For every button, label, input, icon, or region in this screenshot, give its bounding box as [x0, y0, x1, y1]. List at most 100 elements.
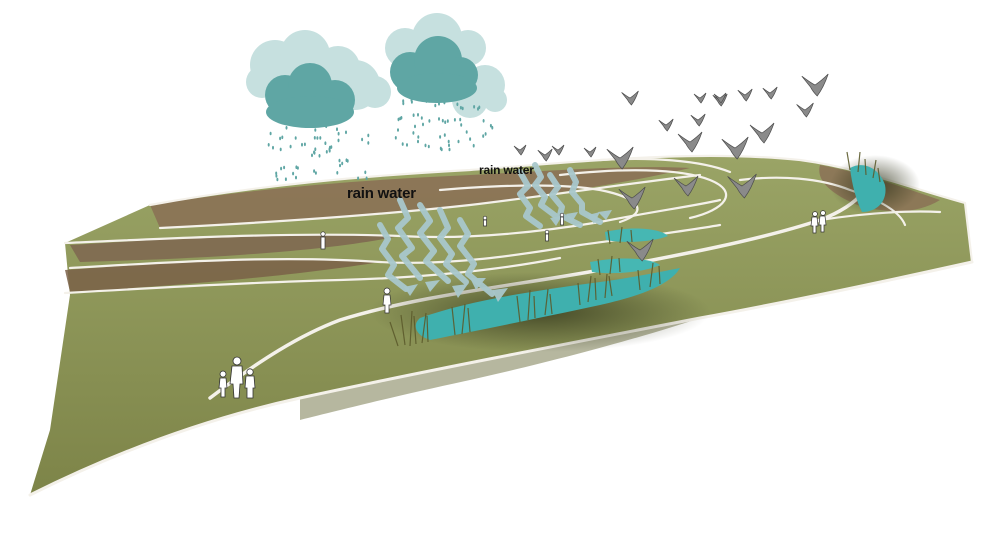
wetland-water	[415, 165, 886, 340]
rain-drop	[401, 142, 404, 146]
rain-drop	[446, 119, 449, 123]
rain-drop	[345, 158, 348, 162]
rain-drop	[399, 116, 402, 121]
bird	[618, 186, 646, 210]
bird	[690, 113, 706, 127]
rain-drop	[325, 124, 328, 129]
rain-drop	[422, 122, 424, 127]
rain-drop	[279, 147, 282, 152]
rain-drop	[279, 136, 282, 141]
rain-drop	[461, 106, 464, 111]
rain-drop	[441, 118, 444, 123]
rain-drop	[357, 176, 360, 181]
family-icon	[218, 356, 256, 399]
rain-drop	[319, 136, 322, 140]
rain-drop	[367, 133, 370, 138]
rain-drop	[482, 134, 485, 138]
rain-drop	[314, 147, 317, 151]
bird	[727, 173, 757, 199]
rain-drop	[295, 175, 297, 180]
rain-drop	[337, 131, 340, 136]
bird	[583, 146, 597, 158]
rain-drop	[438, 102, 440, 106]
rain-drop	[311, 153, 313, 158]
bird	[537, 148, 553, 162]
rain-drop	[444, 120, 447, 124]
rain-drop	[292, 171, 295, 176]
bird	[626, 238, 654, 262]
rain-water-label-secondary: rain water	[479, 163, 534, 177]
rain-drop	[336, 127, 338, 131]
rain-drop	[397, 128, 399, 132]
terrace-contours	[63, 154, 974, 295]
flow-arrow-heads	[404, 210, 612, 302]
rain-water-label: rain water	[347, 185, 416, 202]
rain-drop	[328, 149, 331, 153]
rain-drop	[336, 171, 339, 175]
rain-drop	[367, 141, 370, 145]
bird	[658, 118, 674, 132]
bird	[796, 102, 814, 118]
rain-drop	[448, 143, 450, 148]
rain-drop	[491, 125, 494, 130]
rain-drop	[365, 176, 368, 181]
rain-drops-icon	[267, 98, 494, 182]
rain-drop	[281, 135, 284, 140]
rain-drop	[482, 119, 485, 123]
bird	[713, 92, 727, 104]
cloud-icon	[246, 30, 391, 128]
bird	[801, 73, 829, 97]
bird	[721, 136, 749, 160]
rain-drop	[330, 145, 333, 149]
rain-drop	[361, 137, 364, 142]
bird	[693, 92, 707, 104]
rain-drop	[440, 147, 443, 152]
rain-drop	[412, 113, 415, 117]
cloud-icon	[385, 13, 507, 118]
rain-drop	[460, 123, 463, 127]
rain-drop	[325, 150, 328, 154]
rain-drop	[341, 161, 344, 166]
rain-drop	[484, 132, 487, 136]
rain-drop	[439, 135, 442, 139]
bird	[762, 86, 778, 100]
rain-drop	[284, 177, 287, 181]
rain-drop	[406, 143, 408, 147]
rain-drop	[280, 166, 283, 171]
rain-drop	[425, 99, 428, 103]
rain-drop	[339, 163, 341, 168]
rain-drop	[283, 165, 286, 170]
rain-drop	[402, 101, 405, 106]
rain-drop	[477, 107, 479, 111]
reed-icon	[389, 151, 881, 347]
rain-drop	[269, 131, 272, 136]
rain-drop	[397, 117, 400, 122]
bird	[737, 88, 753, 102]
rain-drop	[294, 136, 297, 140]
rain-drop	[301, 142, 303, 147]
rain-drop	[473, 105, 476, 109]
rain-drop	[465, 130, 468, 134]
rain-drop	[456, 102, 459, 107]
bird	[749, 122, 775, 144]
rain-drop	[337, 138, 340, 143]
rain-drop	[296, 166, 299, 170]
rain-drop	[469, 137, 472, 141]
rain-drop	[414, 124, 416, 129]
rain-drop	[447, 139, 450, 144]
rain-drop	[410, 98, 413, 102]
rain-drop	[285, 126, 288, 130]
flow-arrow-icon	[377, 162, 603, 297]
bird	[673, 175, 699, 197]
rain-drop	[489, 123, 492, 128]
rain-drop	[459, 117, 462, 122]
rain-drop	[275, 174, 278, 178]
bird	[551, 144, 565, 156]
rain-drop	[453, 118, 456, 122]
bird	[606, 146, 634, 170]
rain-drop	[316, 136, 319, 140]
rain-drop	[272, 145, 274, 150]
rain-drop	[394, 136, 397, 140]
rain-drop	[338, 158, 341, 163]
